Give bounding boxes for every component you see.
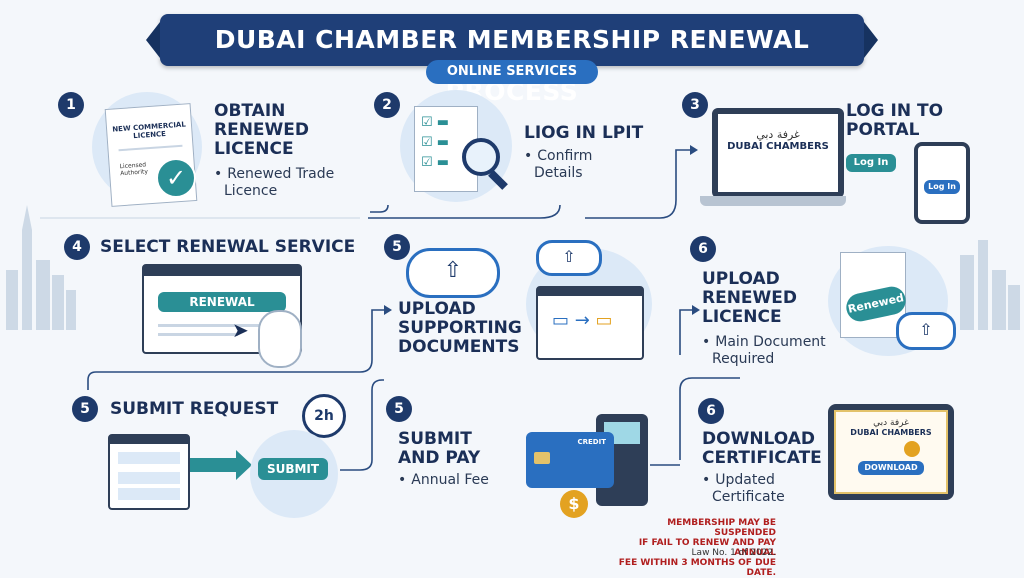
step-number: 2: [374, 92, 400, 118]
laptop-base: [700, 196, 846, 206]
magnifier-icon: [462, 138, 500, 176]
laptop-screen: غرفة دبي DUBAI CHAMBERS: [712, 108, 844, 198]
page-subtitle: ONLINE SERVICES: [426, 60, 598, 84]
page-title: DUBAI CHAMBER MEMBERSHIP RENEWAL PROCESS: [214, 25, 810, 106]
cloud-icon: ⇧: [536, 240, 602, 276]
submit-button[interactable]: SUBMIT: [258, 458, 328, 480]
cert-logo-en: DUBAI CHAMBERS: [850, 428, 932, 437]
phone-login-button[interactable]: Log In: [924, 180, 960, 194]
step-number: 6: [690, 236, 716, 262]
law-reference: Law No. 1 of 2022.: [691, 548, 776, 558]
step-number: 3: [682, 92, 708, 118]
login-button[interactable]: Log In: [846, 154, 896, 172]
tablet-icon: غرفة دبي DUBAI CHAMBERS DOWNLOAD: [828, 404, 954, 500]
step-bullet: Confirm: [524, 148, 592, 165]
arrow-head: [236, 450, 252, 480]
step-number: 1: [58, 92, 84, 118]
step-number: 5: [384, 234, 410, 260]
portal-logo-en: DUBAI CHAMBERS: [727, 141, 829, 152]
step-number: 5: [72, 396, 98, 422]
step-heading: LIOG IN LPIT: [524, 123, 644, 143]
step-bullet-cont: Details: [534, 165, 583, 181]
upload-window-icon: ▭ → ▭: [536, 286, 644, 360]
cert-logo-ar: غرفة دبي: [873, 418, 909, 428]
step-number: 5: [386, 396, 412, 422]
timer-icon: 2h: [302, 394, 346, 438]
seal-icon: [904, 441, 920, 457]
mouse-icon: [258, 310, 302, 368]
skyline-left: [6, 205, 76, 330]
phone-icon: Log In: [914, 142, 970, 224]
step-bullet-cont: Licence: [224, 183, 278, 199]
flow-connectors: [87, 149, 740, 471]
step-bullet-cont: Required: [712, 351, 775, 367]
check-badge-icon: ✓: [156, 158, 196, 198]
step-number: 6: [698, 398, 724, 424]
step-number: 4: [64, 234, 90, 260]
title-banner: [146, 14, 878, 66]
step-bullet-cont: Certificate: [712, 489, 785, 505]
step-heading: SUBMIT REQUEST: [110, 399, 279, 419]
step-heading: SELECT RENEWAL SERVICE: [100, 237, 356, 257]
credit-card-icon: CREDIT: [526, 432, 614, 488]
cloud-upload-icon: ⇧: [896, 312, 956, 350]
form-window-icon: [108, 434, 190, 510]
step-bullet: Annual Fee: [398, 472, 489, 489]
download-button[interactable]: DOWNLOAD: [858, 461, 924, 475]
cloud-upload-icon: ⇧: [406, 248, 500, 298]
skyline-right: [960, 240, 1020, 330]
step-bullet: Main Document: [702, 334, 825, 351]
browser-window-icon: RENEWAL: [142, 264, 302, 354]
cursor-icon: ➤: [232, 318, 249, 342]
step-bullet: Renewed Trade: [214, 166, 334, 183]
renewal-button[interactable]: RENEWAL: [158, 292, 286, 312]
step-bullet: Updated: [702, 472, 775, 489]
arrow-icon: [190, 458, 238, 472]
background-art: [6, 145, 1020, 471]
coin-icon: $: [560, 490, 588, 518]
portal-logo-ar: غرفة دبي: [756, 128, 800, 141]
card-label: CREDIT: [577, 438, 607, 446]
